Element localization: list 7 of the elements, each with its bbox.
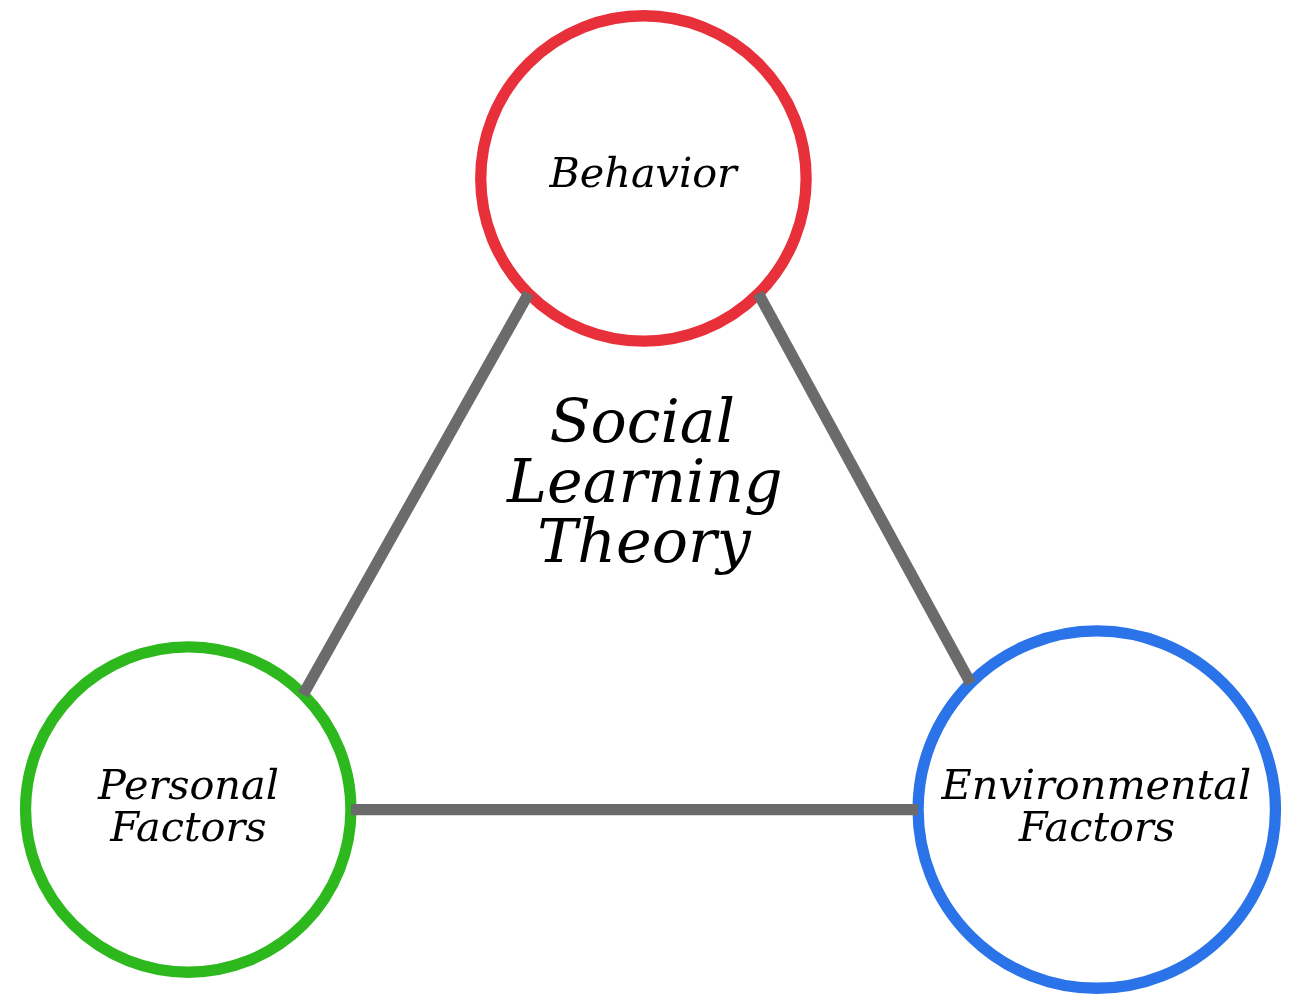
- node-circle: Personal Factors: [19, 641, 357, 978]
- connector: [752, 290, 976, 687]
- label: Social Learning Theory: [506, 385, 783, 577]
- node-circle: Environmental Factors: [911, 625, 1281, 994]
- node-circle: Behavior: [474, 10, 812, 347]
- connector: [350, 803, 918, 816]
- connector: [297, 290, 534, 698]
